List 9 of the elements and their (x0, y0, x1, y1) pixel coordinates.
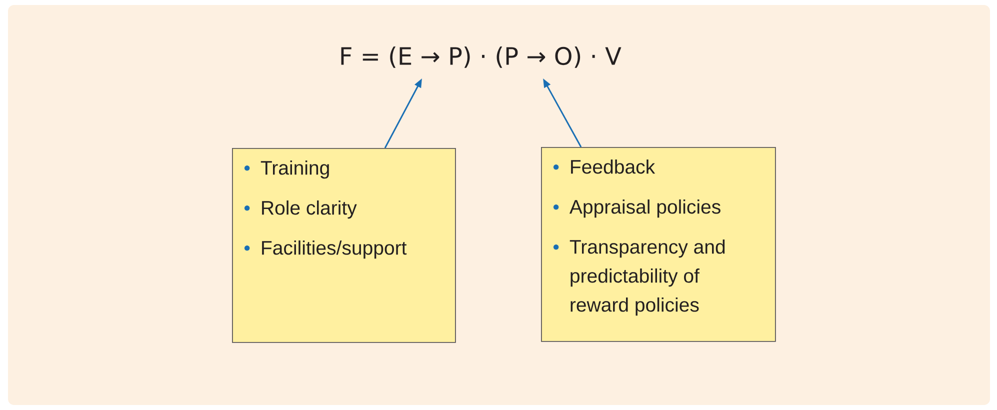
list-item: Role clarity (262, 200, 357, 219)
list-item: Facilities/support (262, 240, 407, 259)
list-item: Feedback (571, 159, 656, 174)
list-item: Training (260, 160, 329, 179)
list-item: Appraisal policies (569, 199, 720, 218)
formula-text: F = (E → P) · (P → O) · V (341, 46, 622, 68)
list-item: Transparency and predictability of reward policies (570, 239, 725, 316)
text-box (541, 147, 776, 342)
text-box (232, 148, 456, 343)
